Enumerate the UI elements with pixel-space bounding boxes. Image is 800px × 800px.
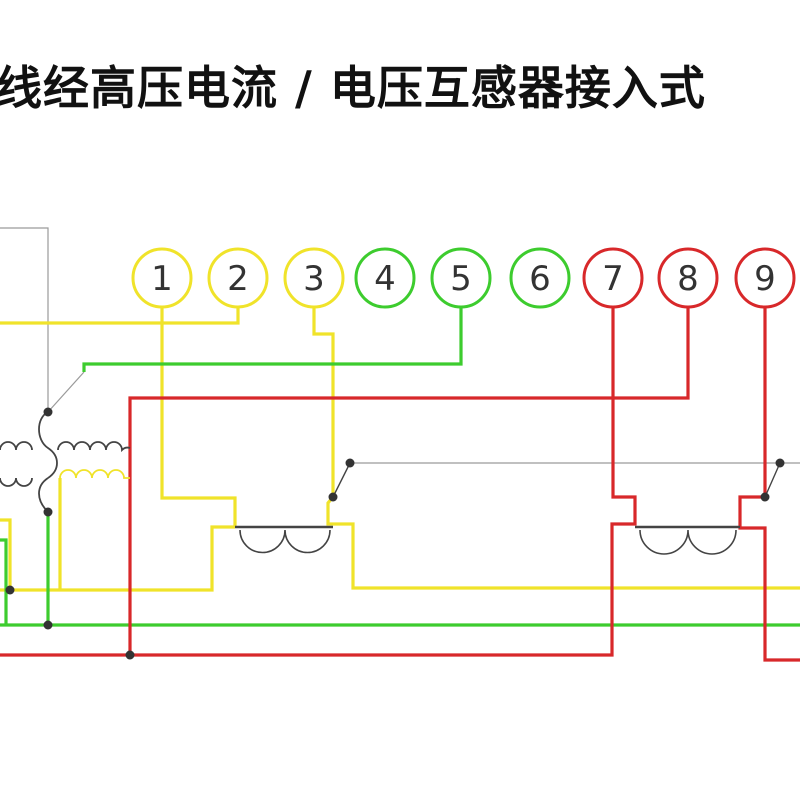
terminal-5: 5 bbox=[430, 247, 492, 309]
vt-coil-lower-yellow bbox=[59, 469, 130, 479]
gray-wire-top bbox=[0, 227, 49, 412]
terminal-circle bbox=[207, 247, 269, 309]
ct2-coil bbox=[639, 529, 737, 555]
vt-coil-lower bbox=[0, 477, 33, 487]
terminal-label: 6 bbox=[529, 259, 551, 299]
diagram-title: 线经高压电流 / 电压互感器接入式 bbox=[0, 61, 706, 115]
yellow-wire-t3 bbox=[312, 307, 800, 590]
terminal-7: 7 bbox=[582, 247, 644, 309]
terminal-1: 1 bbox=[131, 247, 193, 309]
junction-dot bbox=[5, 585, 15, 595]
terminal-3: 3 bbox=[283, 247, 345, 309]
terminal-circle bbox=[734, 247, 796, 309]
gray-wire-diagonal bbox=[47, 371, 85, 413]
red-wires bbox=[0, 307, 800, 662]
yellow-wire-left bbox=[0, 518, 12, 590]
vt-core-upper bbox=[38, 411, 58, 479]
red-wire-t9 bbox=[738, 307, 800, 662]
junction-dot bbox=[328, 492, 338, 502]
terminal-label: 7 bbox=[602, 259, 624, 299]
yellow-wire-t1 bbox=[160, 307, 237, 527]
vt-core-lower bbox=[38, 477, 49, 513]
terminal-label: 5 bbox=[450, 259, 472, 299]
terminal-circle bbox=[582, 247, 644, 309]
terminal-label: 1 bbox=[151, 259, 173, 299]
junction-dot bbox=[43, 620, 53, 630]
terminal-label: 9 bbox=[754, 259, 776, 299]
terminal-circle bbox=[283, 247, 345, 309]
junction-dot bbox=[43, 407, 53, 417]
terminal-9: 9 bbox=[734, 247, 796, 309]
terminal-circle bbox=[430, 247, 492, 309]
ct1-coil bbox=[239, 529, 331, 554]
yellow-wire-t2 bbox=[0, 307, 240, 325]
terminal-circle bbox=[657, 247, 719, 309]
red-wire-t8 bbox=[128, 307, 690, 655]
junction-dot bbox=[43, 507, 53, 517]
junction-dots bbox=[5, 407, 785, 660]
terminal-2: 2 bbox=[207, 247, 269, 309]
terminal-6: 6 bbox=[509, 247, 571, 309]
terminal-4: 4 bbox=[354, 247, 416, 309]
vt-coil-upper bbox=[0, 441, 131, 453]
switch-contact bbox=[332, 462, 351, 498]
terminal-circle bbox=[354, 247, 416, 309]
green-wire-left bbox=[0, 538, 8, 625]
voltage-transformer bbox=[0, 411, 131, 513]
junction-dot bbox=[125, 650, 135, 660]
terminal-label: 4 bbox=[374, 259, 396, 299]
junction-dot bbox=[345, 458, 355, 468]
terminal-label: 2 bbox=[227, 259, 249, 299]
current-transformers bbox=[235, 525, 740, 555]
terminal-label: 3 bbox=[303, 259, 325, 299]
green-wires bbox=[0, 307, 800, 627]
switch-contact-right bbox=[764, 462, 781, 498]
junction-dot bbox=[775, 458, 785, 468]
junction-dot bbox=[760, 492, 770, 502]
terminal-block: 1 2 3 4 5 6 7 8 9 bbox=[131, 247, 796, 309]
terminal-8: 8 bbox=[657, 247, 719, 309]
terminal-circle bbox=[509, 247, 571, 309]
green-wire-t5 bbox=[82, 307, 463, 372]
terminal-label: 8 bbox=[677, 259, 699, 299]
terminal-circle bbox=[131, 247, 193, 309]
red-wire-t7 bbox=[0, 307, 637, 657]
yellow-wire-ct1-low bbox=[0, 525, 235, 592]
yellow-wires bbox=[0, 307, 800, 592]
gray-wires bbox=[0, 227, 800, 464]
